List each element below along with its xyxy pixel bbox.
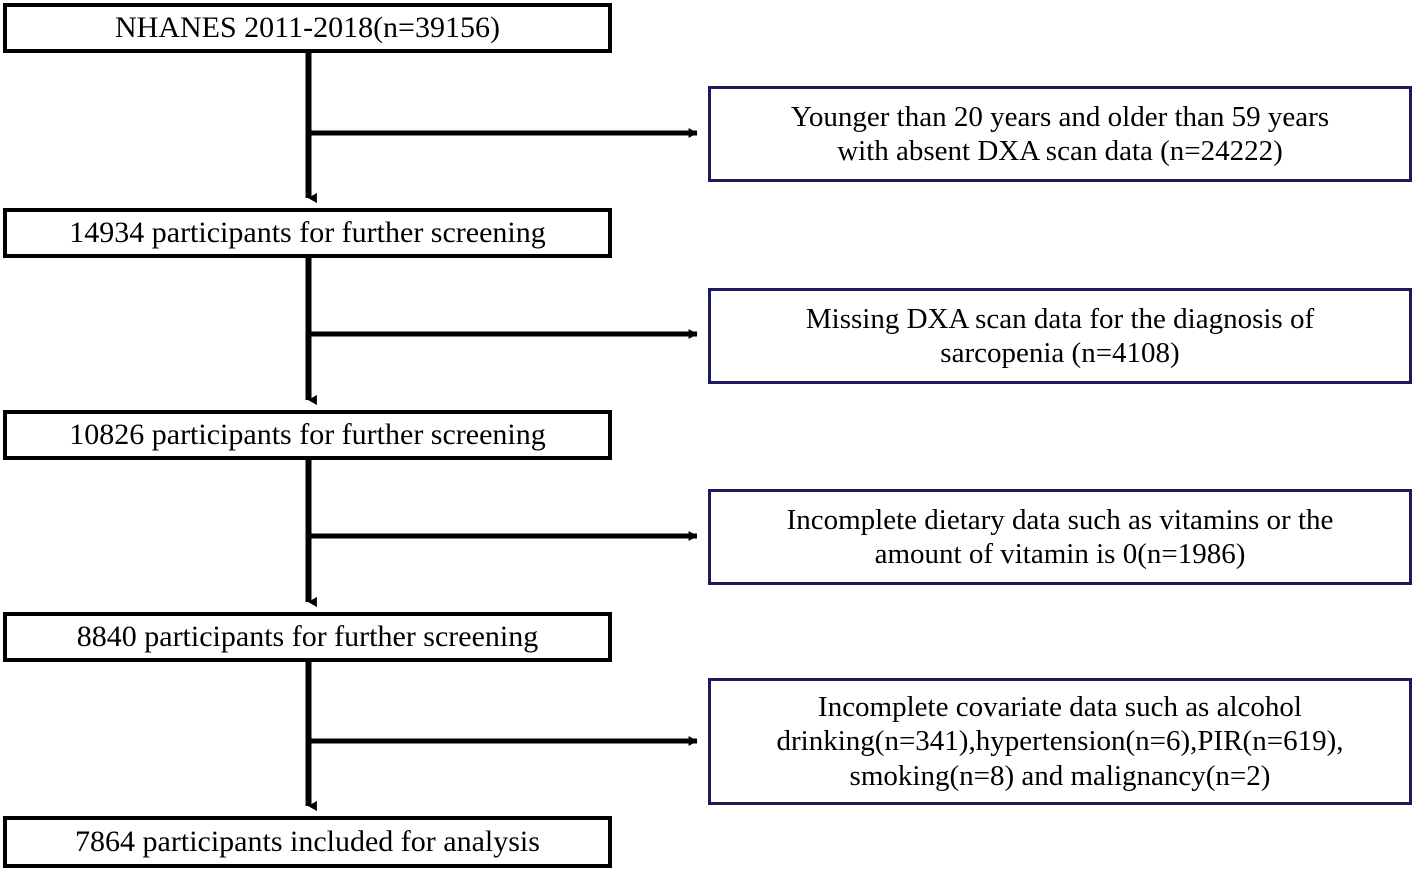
excl-1-line-1: Younger than 20 years and older than 59 … [790,100,1330,133]
excl-3-line-1: Incomplete dietary data such as vitamins… [786,503,1334,536]
excl-2-line-1: Missing DXA scan data for the diagnosis … [805,302,1315,335]
connector-2 [305,258,698,405]
node-screen-1: 14934 participants for further screening [3,208,612,258]
excl-3-text: Incomplete dietary data such as vitamins… [711,503,1409,571]
excl-3: Incomplete dietary data such as vitamins… [708,489,1412,585]
node-source-line-1: NHANES 2011-2018(n=39156) [115,11,500,45]
node-screen-3: 8840 participants for further screening [3,612,612,662]
excl-4-text: Incomplete covariate data such as alcoho… [711,690,1409,793]
excl-4: Incomplete covariate data such as alcoho… [708,678,1412,805]
node-screen-3-line-1: 8840 participants for further screening [76,620,539,654]
node-screen-3-text: 8840 participants for further screening [7,619,608,654]
node-screen-2: 10826 participants for further screening [3,410,612,460]
connector-4 [305,662,698,811]
node-final: 7864 participants included for analysis [3,816,612,868]
excl-4-line-2: drinking(n=341),hypertension(n=6),PIR(n=… [776,725,1344,758]
excl-1-text: Younger than 20 years and older than 59 … [711,100,1409,168]
excl-2-text: Missing DXA scan data for the diagnosis … [711,302,1409,370]
excl-3-line-2: amount of vitamin is 0(n=1986) [874,538,1246,570]
connector-3 [305,460,698,607]
node-screen-2-text: 10826 participants for further screening [7,417,608,452]
node-final-text: 7864 participants included for analysis [7,824,608,859]
node-final-line-1: 7864 participants included for analysis [75,825,540,859]
excl-1: Younger than 20 years and older than 59 … [708,86,1412,182]
excl-4-line-1: Incomplete covariate data such as alcoho… [818,691,1302,724]
node-screen-1-text: 14934 participants for further screening [7,215,608,250]
excl-1-line-2: with absent DXA scan data (n=24222) [837,135,1283,167]
node-screen-2-line-1: 10826 participants for further screening [69,418,546,452]
excl-2-line-2: sarcopenia (n=4108) [940,337,1180,369]
excl-2: Missing DXA scan data for the diagnosis … [708,288,1412,384]
excl-4-line-3: smoking(n=8) and malignancy(n=2) [849,759,1271,792]
connector-1 [305,53,698,203]
node-source-text: NHANES 2011-2018(n=39156) [7,10,608,45]
node-screen-1-line-1: 14934 participants for further screening [69,216,546,250]
node-source: NHANES 2011-2018(n=39156) [3,3,612,53]
